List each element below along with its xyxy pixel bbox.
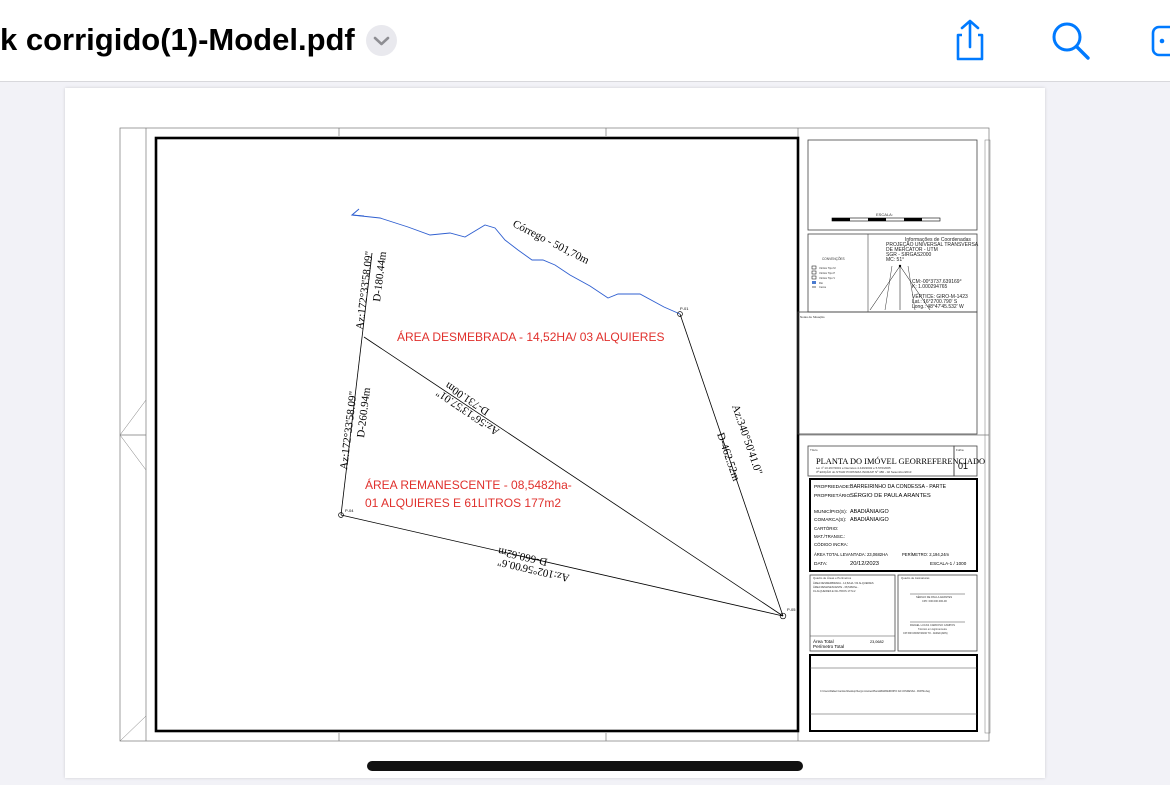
parcel-boundary (340, 252, 784, 617)
coords-line: MC: 51° (886, 257, 904, 263)
legend-item: Vértice Tipo M (819, 266, 836, 270)
comarca-label: COMARCA(S): (814, 517, 846, 523)
tech-line: Técnico em Agrimensura (918, 627, 947, 631)
vertex-marker (779, 612, 787, 620)
scale-box (807, 139, 978, 231)
share-button[interactable] (948, 18, 992, 62)
legend-title: CONVENÇÕES (822, 256, 845, 261)
legend-items: Vértice Tipo M Vértice Tipo P Vértice Ti… (811, 265, 836, 289)
vertex-line: VÉRTICE: GIRO-M-1423 (912, 293, 968, 300)
search-button[interactable] (1048, 18, 1092, 62)
vertex-label: P-01 (680, 306, 689, 311)
more-button[interactable] (1150, 18, 1170, 62)
signature-line: SÉRGIO DE PAULA ARANTES (916, 594, 952, 599)
propriedade-label: PROPRIEDADE: (814, 484, 850, 490)
chevron-down-icon (373, 36, 390, 46)
area-remanescente-label: ÁREA REMANESCENTE - 08,5482ha- (365, 477, 572, 492)
legend-item: Cerca (819, 285, 826, 289)
pdf-page[interactable] (65, 88, 1045, 778)
notes-label: Notas de Situação (800, 315, 825, 319)
drawing-frame (154, 136, 800, 733)
vertex-marker (338, 512, 344, 518)
legend-item: Vértice Tipo P (819, 271, 835, 275)
stream-arrow-icon (350, 208, 365, 217)
home-indicator[interactable] (367, 761, 803, 771)
legend-item: Rio (819, 281, 823, 285)
proprietario-value: SÉRGIO DE PAULA ARANTES (850, 492, 931, 499)
coords-line: Informações de Coordenadas (905, 237, 971, 243)
area-total-value: 23,0682 (870, 640, 884, 644)
sheet-number: 01 (958, 461, 968, 471)
area-total-row: Área Total (813, 638, 834, 644)
vertex-line: Long.: 48°47'45.532' W (912, 304, 964, 310)
escala-value: ESCALA-1 / 1000 (930, 561, 967, 566)
north-arrow-icon (869, 264, 931, 311)
area-table-row: ÁREA DESMEMBRADA - 14,52HA / 03 ALQUEIRE… (813, 581, 874, 585)
law-line: Lei nº 10.267/2001 e Decretos 4.449/2002… (816, 466, 891, 470)
coords-line: SGR - SIRGAS2000 (886, 252, 932, 258)
coords-line: PROJEÇÃO UNIVERSAL TRANSVERSA (886, 241, 979, 248)
proprietario-label: PROPRIETÁRIO: (814, 492, 852, 499)
tech-line: CFT-BR 03949746190 TO - 9A09Ar(ARN) (903, 632, 948, 635)
municipio-value: ABADIÂNIA/GO (850, 508, 889, 515)
plan-title: PLANTA DO IMÓVEL GEORREFERENCIADO (816, 456, 985, 466)
sheet-box (953, 445, 978, 477)
area-remanescente-label: 01 ALQUIERES E 61LITROS 177m2 (365, 496, 561, 510)
municipio-label: MUNICÍPIO(S): (814, 508, 847, 515)
legend-item: Vértice Tipo V (819, 276, 835, 280)
propriedade-value: BARREIRINHO DA CONDESSA - PARTE (850, 484, 947, 490)
sheet-label: Folha (956, 448, 964, 452)
scale-label: ESCALA: (876, 212, 893, 217)
footer-box (809, 654, 978, 732)
stream-label: Córrego - 501,70m (511, 218, 592, 267)
data-label: DATA: (814, 561, 827, 567)
cartorio-label: CARTÓRIO: (814, 526, 838, 531)
toolbar: k corrigido(1)-Model.pdf (0, 0, 1170, 82)
notes-box (797, 311, 978, 435)
north-line: CM:-00°3737.639169° (912, 279, 962, 285)
outer-frame (119, 127, 990, 742)
info-box (809, 478, 978, 572)
more-icon (1151, 25, 1170, 57)
area-table (809, 574, 896, 652)
area-total-label: ÁREA TOTAL LEVANTADA: 23,0682HA (814, 552, 888, 557)
coords-line: DE MERCATOR - UTM (886, 247, 938, 253)
vertex-label: P-04 (345, 508, 354, 513)
signature-line: CPF: 000.000.000-00 (922, 599, 947, 603)
area-table-row: ÁREA REMANESCENTE - 08,5482ha - (813, 585, 859, 589)
title-label: Título (810, 448, 818, 452)
area-table-row: 01 ALQUEIRES E 61LITROS 177m2 (813, 589, 856, 593)
vertex-line: Lat.: 16°2700.790' S (912, 299, 958, 305)
perimetro-label: PERÍMETRO: 2,194,24m (902, 552, 950, 557)
signature-title: Quadro de Assinaturas (901, 576, 930, 580)
share-icon (956, 19, 984, 61)
incra-label: CÓDIGO INCRA: (814, 542, 848, 547)
signature-box (897, 574, 978, 652)
mat-label: MAT./TRANSC.: (814, 534, 845, 539)
law-line: 3ª EDIÇÃO do NTGIR PORTARIA INCRA/P Nº 4… (816, 469, 912, 474)
area-desmembrada-label: ÁREA DESMEBRADA - 14,52HA/ 03 ALQUIERES (397, 329, 664, 344)
search-icon (1052, 22, 1090, 60)
vertex-marker (677, 311, 683, 317)
vertex-label: P-05 (787, 607, 796, 612)
document-title[interactable]: k corrigido(1)-Model.pdf (0, 22, 355, 57)
comarca-value: ABADIÂNIA/GO (850, 516, 889, 523)
data-value: 20/12/2023 (850, 561, 879, 567)
tech-line: RAFAEL LUCAS CARDOSO CAMPOS (910, 623, 955, 627)
stream-line (351, 214, 681, 315)
area-table-title: Quadro de Áreas e Perímetros (813, 576, 852, 580)
title-menu-button[interactable] (366, 25, 397, 56)
footer-note: C:\Users\Rafael Cardoso\Desktop\Sergio A… (820, 690, 930, 693)
north-line: K: 1.000294765 (912, 284, 948, 290)
perimetro-total-row: Perímetro Total (813, 644, 844, 649)
segment-distance: D-462.52m (714, 431, 742, 483)
